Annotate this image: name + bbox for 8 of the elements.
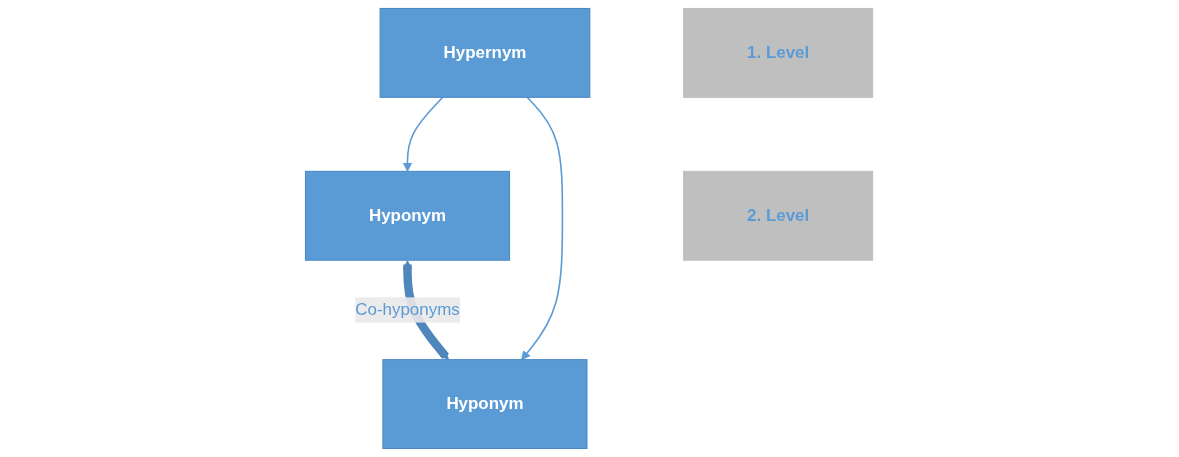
node-box: Hyponym — [382, 359, 588, 450]
arrow — [521, 96, 564, 361]
node-box: Hyponym — [305, 170, 511, 261]
arrow — [403, 96, 444, 172]
node-box: 2. Level — [683, 170, 874, 261]
node-box: 1. Level — [683, 7, 874, 98]
node-box: Hypernym — [380, 7, 591, 98]
edge-label: Co-hyponyms — [355, 300, 461, 319]
